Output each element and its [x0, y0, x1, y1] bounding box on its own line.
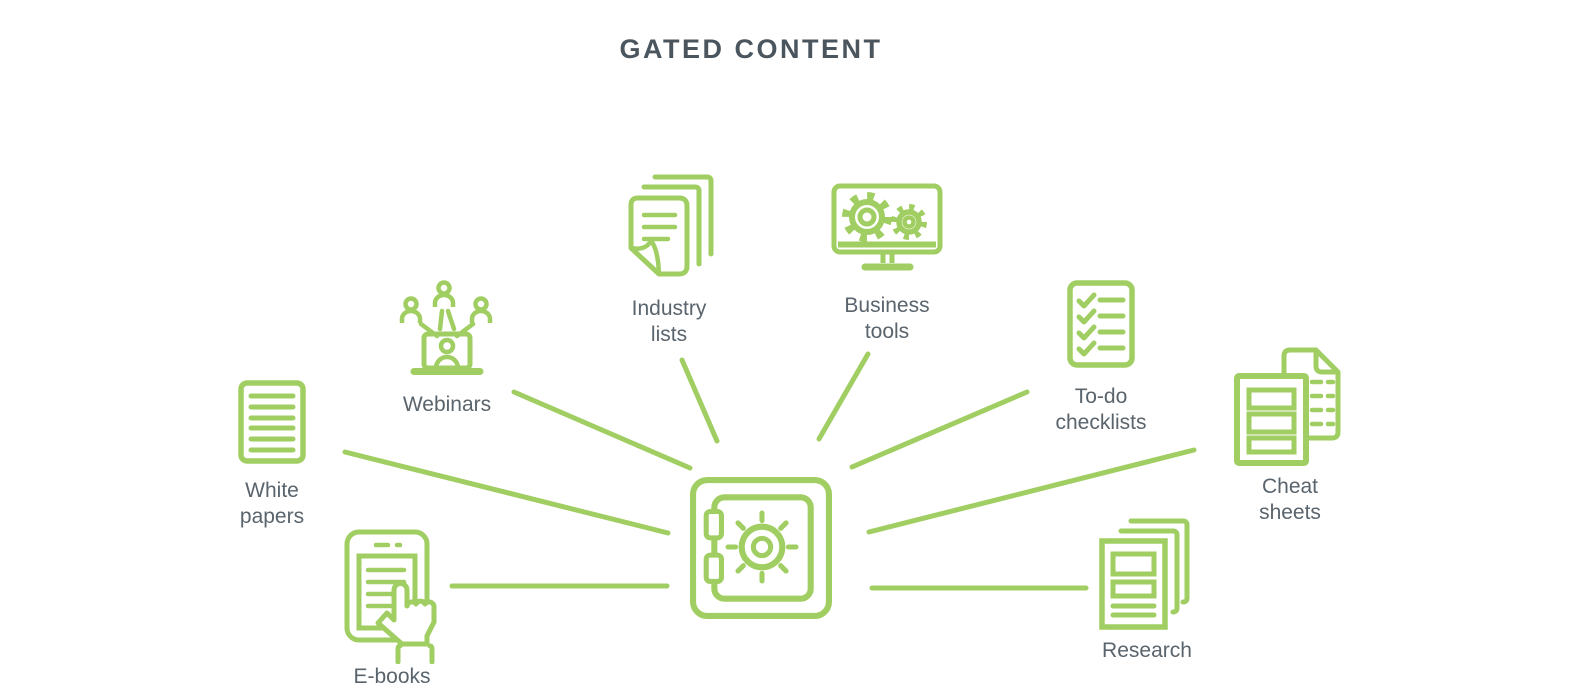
label-line: lists [650, 323, 688, 346]
tablet-hand-icon [344, 526, 440, 664]
node-label-todo-checklists: To-do checklists [1055, 384, 1146, 436]
label-line: Webinars [402, 393, 492, 416]
monitor-gears-icon [831, 183, 943, 275]
connector-webinars [511, 389, 693, 471]
node-cheat-sheets: Cheat sheets [1230, 346, 1350, 526]
node-e-books: E-books [330, 526, 454, 690]
label-line: tools [864, 320, 910, 343]
label-line: Industry [631, 297, 707, 320]
document-lines-icon [238, 380, 306, 464]
label-line: E-books [353, 665, 431, 688]
node-research: Research [1086, 518, 1208, 664]
node-white-papers: White papers [212, 380, 332, 530]
label-line: White [245, 479, 299, 502]
connector-business-tools [816, 351, 871, 442]
node-label-webinars: Webinars [403, 392, 491, 418]
stacked-pages-icon [623, 174, 715, 282]
label-line: Cheat [1261, 475, 1319, 498]
node-label-white-papers: White papers [240, 478, 304, 530]
connector-industry-lists [679, 357, 720, 444]
node-industry-lists: Industry lists [608, 174, 730, 348]
connector-todo-checklists [849, 389, 1030, 470]
node-webinars: Webinars [386, 278, 508, 418]
label-line: Business [844, 294, 930, 317]
node-gated-content-vault [690, 477, 832, 619]
cheat-sheet-pages-icon [1234, 346, 1346, 466]
connector-white-papers [342, 449, 671, 536]
node-business-tools: Business tools [826, 183, 948, 345]
checklist-icon [1067, 280, 1135, 368]
research-pages-icon [1099, 518, 1195, 630]
node-label-business-tools: Business tools [844, 293, 929, 345]
node-label-industry-lists: Industry lists [632, 296, 707, 348]
page-title: GATED CONTENT [619, 34, 883, 64]
connector-cheat-sheets [866, 447, 1197, 535]
label-line: sheets [1259, 501, 1321, 524]
node-label-e-books: E-books [353, 664, 430, 690]
label-line: Research [1102, 639, 1192, 662]
label-line: checklists [1055, 411, 1147, 434]
node-todo-checklists: To-do checklists [1040, 280, 1162, 436]
webinar-laptop-people-icon [397, 278, 497, 380]
safe-vault-icon [690, 477, 832, 619]
label-line: papers [239, 505, 305, 528]
node-label-research: Research [1102, 638, 1192, 664]
node-label-cheat-sheets: Cheat sheets [1259, 474, 1321, 526]
label-line: To-do [1074, 385, 1128, 408]
